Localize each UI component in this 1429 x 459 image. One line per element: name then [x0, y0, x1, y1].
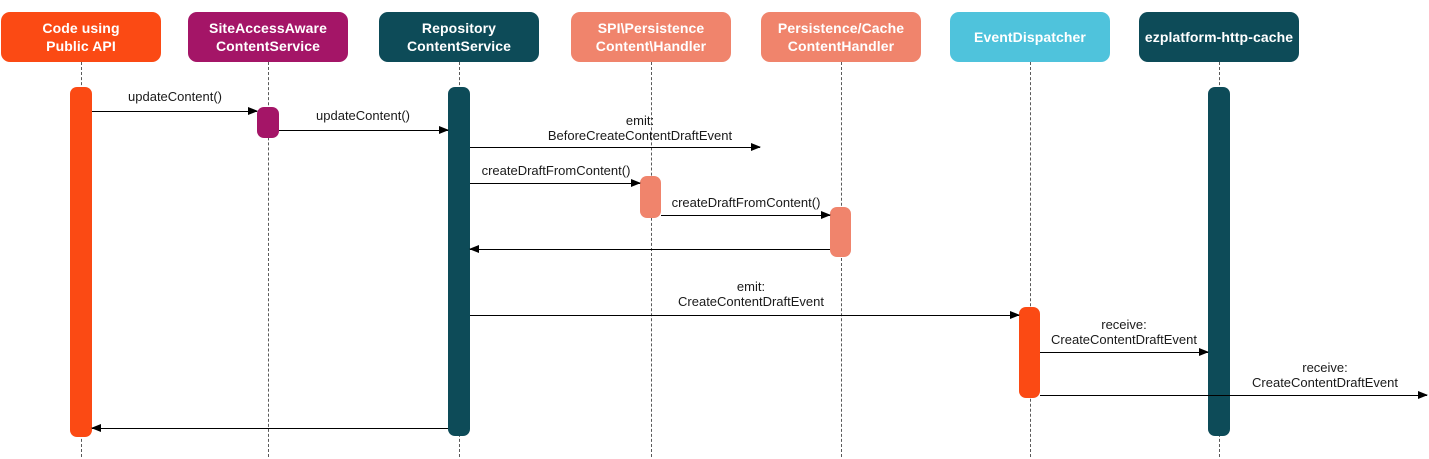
- participant-siteaccessaware-contentservice: SiteAccessAware ContentService: [188, 12, 348, 62]
- participant-persistence-cache-contenthandler: Persistence/Cache ContentHandler: [761, 12, 921, 62]
- participant-event-dispatcher: EventDispatcher: [950, 12, 1110, 62]
- participant-ezplatform-http-cache: ezplatform-http-cache: [1139, 12, 1299, 62]
- lifeline-event-dispatcher: [1030, 62, 1031, 457]
- message-label-updatecontent-2: updateContent(): [316, 108, 410, 123]
- message-arrow-return-to-repository: [469, 244, 830, 253]
- message-label-createdraftfromcontent-2: createDraftFromContent(): [671, 195, 821, 210]
- participant-code-using-public-api: Code using Public API: [1, 12, 161, 62]
- participant-repository-contentservice: Repository ContentService: [379, 12, 539, 62]
- message-arrow-return-to-caller: [91, 423, 448, 432]
- message-arrow-receive-http-cache: [1040, 347, 1209, 356]
- activation-persistence-cache-contenthandler: [830, 207, 851, 257]
- message-label-updatecontent-1: updateContent(): [128, 89, 222, 104]
- activation-ezplatform-http-cache: [1208, 87, 1230, 436]
- message-arrow-emit-create-draft: [470, 310, 1020, 319]
- lifeline-persistence-cache-contenthandler: [841, 62, 842, 457]
- message-arrow-receive-offscreen: [1040, 390, 1428, 399]
- activation-code-using-public-api: [70, 87, 92, 437]
- message-label-createdraftfromcontent-1: createDraftFromContent(): [481, 163, 631, 178]
- message-label-receive-http-cache: receive: CreateContentDraftEvent: [1051, 317, 1197, 347]
- activation-event-dispatcher: [1019, 307, 1040, 398]
- lifeline-spi-persistence-content-handler: [651, 62, 652, 457]
- message-label-emit-before-create-draft: emit: BeforeCreateContentDraftEvent: [547, 113, 733, 143]
- message-arrow-createdraftfromcontent-1: [470, 178, 641, 187]
- message-arrow-updatecontent-2: [279, 125, 449, 134]
- participant-spi-persistence-content-handler: SPI\Persistence Content\Handler: [571, 12, 731, 62]
- message-label-emit-create-draft: emit: CreateContentDraftEvent: [678, 279, 824, 309]
- message-arrow-emit-before-create-draft: [470, 142, 761, 151]
- activation-spi-persistence-content-handler: [640, 176, 661, 218]
- activation-repository-contentservice: [448, 87, 470, 436]
- message-arrow-updatecontent-1: [92, 106, 258, 115]
- message-label-receive-offscreen: receive: CreateContentDraftEvent: [1252, 360, 1398, 390]
- lifeline-siteaccessaware-contentservice: [268, 62, 269, 457]
- message-arrow-createdraftfromcontent-2: [661, 210, 831, 219]
- activation-siteaccessaware-contentservice: [257, 107, 279, 138]
